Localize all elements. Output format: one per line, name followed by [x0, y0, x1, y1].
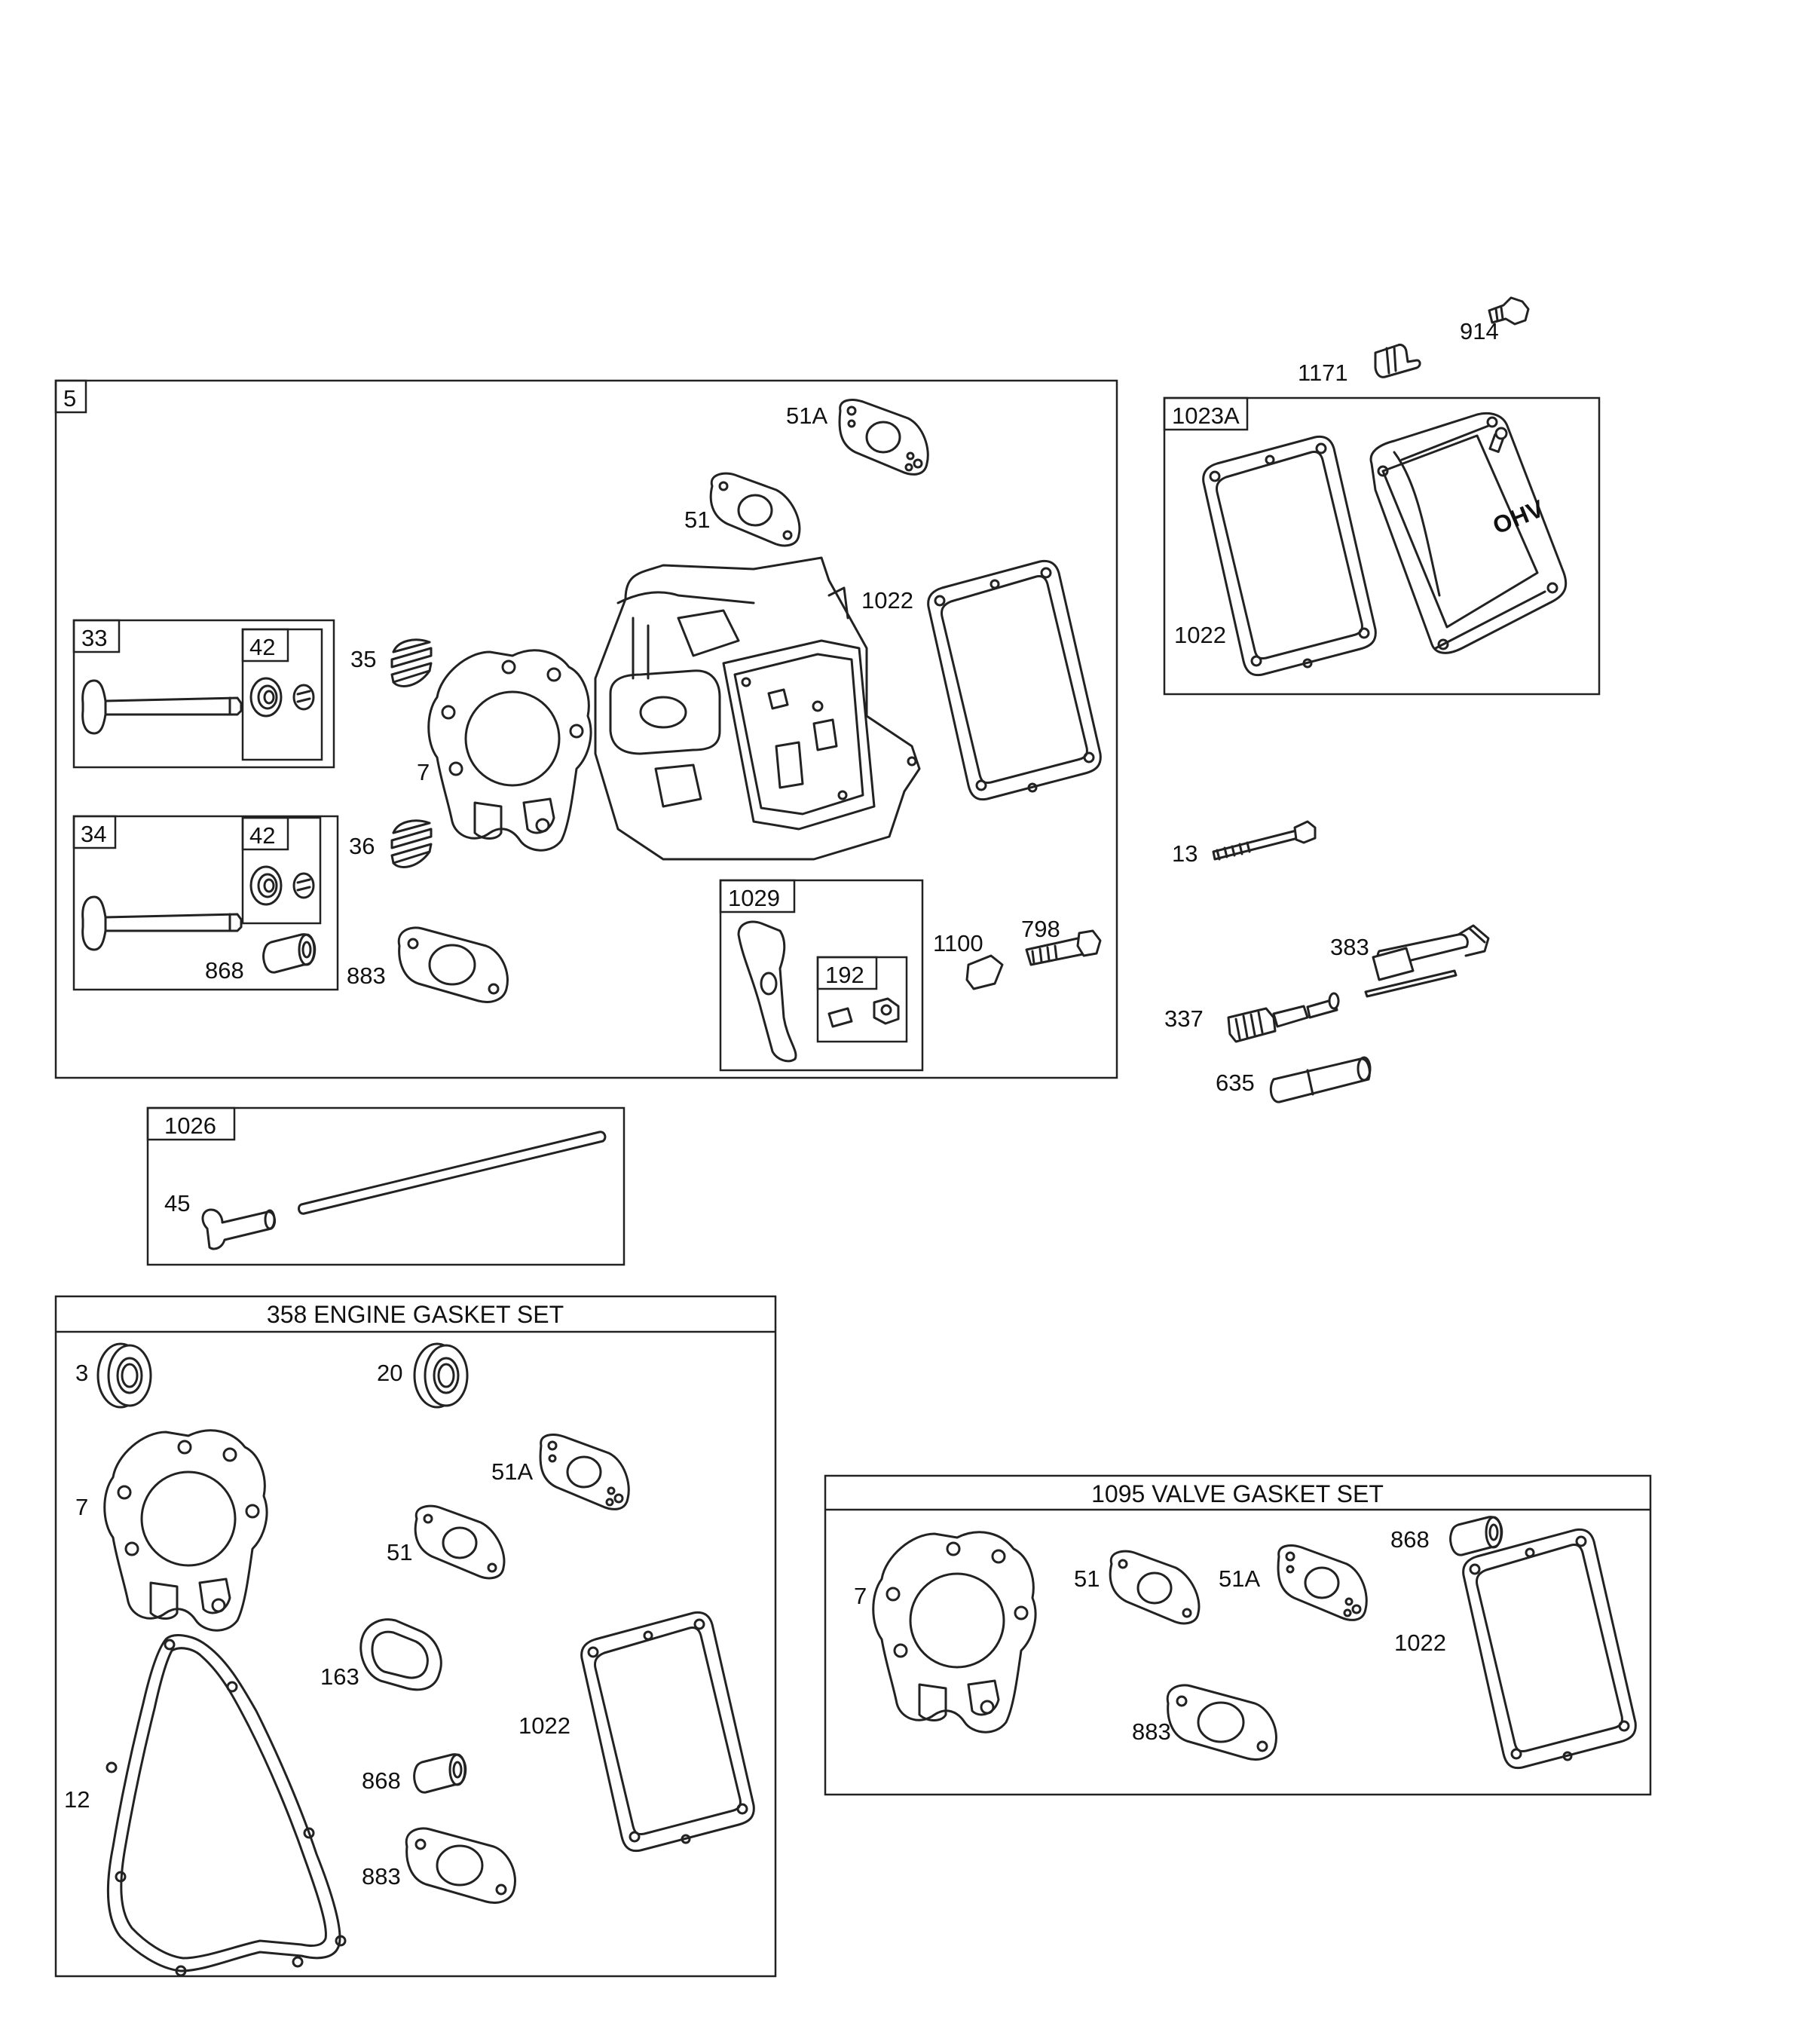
breather-1171	[1374, 344, 1421, 378]
label-51A: 51A	[786, 402, 827, 429]
vgs-gasket-51	[1109, 1550, 1201, 1625]
subgroup-1029: 1029 192	[719, 879, 924, 1072]
cylinder-head	[594, 556, 921, 861]
valve-gasket-set: 1095 VALVE GASKET SET 7 51 51A 868 1022 …	[824, 1474, 1652, 1796]
label-35: 35	[350, 646, 376, 672]
egs-head-gasket-7	[103, 1429, 268, 1632]
main-group-5: 5 51A 51 1022 35	[54, 379, 1118, 1079]
vgs-head-gasket-7	[872, 1531, 1037, 1734]
label-337: 337	[1164, 1005, 1204, 1032]
label-798: 798	[1021, 916, 1060, 942]
label-635: 635	[1216, 1070, 1255, 1096]
valve-cover-gasket-1022	[927, 559, 1102, 801]
label-868: 868	[205, 957, 244, 984]
label-13: 13	[1172, 840, 1198, 867]
gasket-163	[359, 1618, 442, 1691]
vgs-gasket-51A	[1277, 1544, 1368, 1621]
valve-spring-35	[390, 638, 433, 687]
group-1026-number: 1026	[164, 1112, 216, 1139]
label-egs-7: 7	[75, 1494, 88, 1520]
screw-914	[1488, 296, 1530, 326]
label-383: 383	[1330, 934, 1369, 960]
valve-cover	[1369, 412, 1568, 654]
label-egs-51: 51	[387, 1539, 412, 1565]
egs-gasket-51A	[539, 1434, 630, 1510]
guide-plate-1100	[965, 954, 1004, 990]
label-egs-868: 868	[362, 1767, 401, 1794]
label-36: 36	[349, 833, 375, 859]
label-45: 45	[164, 1190, 190, 1216]
cover-group-1023A: 1023A 1022 OHV	[1163, 396, 1601, 696]
exhaust-valve-34	[81, 895, 243, 951]
label-egs-20: 20	[377, 1360, 402, 1386]
label-vgs-1022: 1022	[1394, 1630, 1446, 1656]
intake-valve-33	[81, 679, 243, 735]
pushrod	[298, 1131, 607, 1215]
label-egs-51A: 51A	[491, 1458, 533, 1485]
subgroup-34: 34 42 868	[72, 815, 339, 991]
rocker-nut	[873, 997, 900, 1025]
seal-3	[96, 1342, 152, 1409]
label-1100: 1100	[933, 930, 983, 956]
gasket-51A	[838, 399, 929, 476]
label-7: 7	[417, 759, 430, 785]
label-1022: 1022	[861, 587, 913, 614]
egs-gasket-51	[414, 1504, 506, 1580]
label-egs-883: 883	[362, 1863, 401, 1890]
label-egs-163: 163	[320, 1663, 359, 1690]
sub-33-number: 33	[81, 625, 107, 651]
valve-spring-36	[390, 819, 433, 868]
label-51: 51	[684, 506, 710, 533]
head-gasket-7	[427, 649, 592, 852]
label-egs-12: 12	[64, 1786, 90, 1813]
sub-1029-inner-number: 192	[825, 962, 864, 988]
label-vgs-51: 51	[1074, 1565, 1100, 1592]
egs-valve-cover-gasket-1022	[580, 1611, 755, 1853]
pushrod-group-1026: 1026 45	[146, 1106, 626, 1266]
group-1023A-number: 1023A	[1172, 402, 1240, 429]
seal-20	[413, 1342, 469, 1409]
adjusting-screw	[827, 1007, 853, 1028]
spark-plug-337	[1227, 1007, 1277, 1043]
label-vgs-868: 868	[1390, 1526, 1430, 1553]
exhaust-gasket-883	[397, 926, 509, 1003]
label-883: 883	[347, 962, 386, 989]
tappet-45	[201, 1208, 277, 1250]
label-vgs-51A: 51A	[1219, 1565, 1260, 1592]
boot-635	[1269, 1057, 1371, 1103]
cover-gasket-1022	[1202, 435, 1377, 677]
label-egs-1022: 1022	[518, 1712, 570, 1739]
rocker-arm	[737, 920, 797, 1063]
valve-seal-868	[262, 933, 317, 974]
gasket-51	[709, 472, 801, 547]
valve-gasket-set-title: 1095 VALVE GASKET SET	[1091, 1480, 1384, 1507]
loose-parts: 914 1171 13 383 337 635	[1164, 296, 1530, 1103]
egs-valve-seal-868	[413, 1753, 467, 1794]
sub-34-inner-number: 42	[249, 822, 275, 849]
subgroup-33: 33 42	[72, 619, 335, 769]
group-5-number: 5	[63, 385, 76, 412]
label-914: 914	[1460, 318, 1499, 344]
sub-1029-number: 1029	[728, 885, 780, 911]
label-vgs-7: 7	[854, 1583, 867, 1609]
sub-34-number: 34	[81, 821, 106, 847]
label-1171: 1171	[1298, 360, 1348, 386]
keeper-42-a	[249, 677, 315, 718]
crankcase-gasket-12	[106, 1634, 347, 1977]
vgs-valve-cover-gasket-1022	[1462, 1528, 1637, 1770]
engine-gasket-set: 358 ENGINE GASKET SET 3 20 7 51A 51 163	[54, 1295, 777, 1978]
label-egs-3: 3	[75, 1360, 88, 1386]
sub-33-inner-number: 42	[249, 634, 275, 660]
label-cover-1022: 1022	[1174, 622, 1226, 648]
engine-gasket-set-title: 358 ENGINE GASKET SET	[267, 1301, 564, 1328]
vgs-exhaust-gasket-883	[1166, 1684, 1277, 1761]
label-vgs-883: 883	[1132, 1718, 1171, 1745]
vgs-valve-seal-868	[1449, 1516, 1503, 1556]
egs-exhaust-gasket-883	[405, 1827, 516, 1904]
keeper-42-b	[249, 865, 315, 906]
